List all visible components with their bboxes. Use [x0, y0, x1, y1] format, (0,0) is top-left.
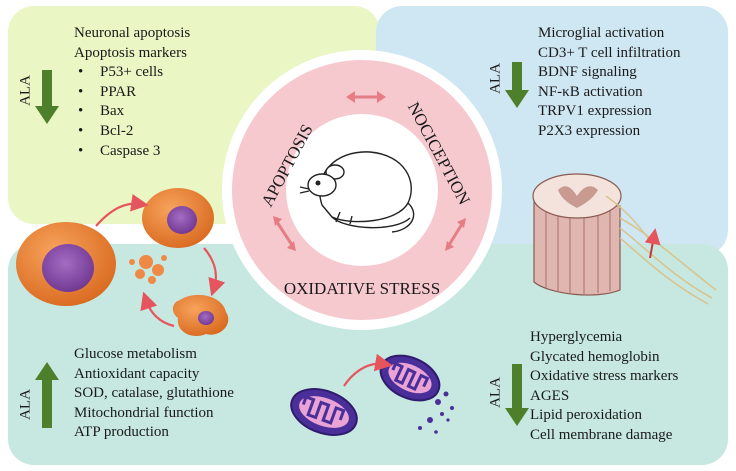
- text-line: Mitochondrial function: [74, 404, 214, 421]
- mitochondria-icon: [290, 353, 454, 436]
- text-line: TRPV1 expression: [538, 103, 652, 120]
- ala-label-top-right: ALA: [487, 63, 504, 94]
- text-line: P2X3 expression: [538, 122, 641, 139]
- down-arrow-bottom-right: [505, 364, 529, 426]
- antioxidant-effects-list: Glucose metabolism Antioxidant capacity …: [74, 345, 234, 443]
- text-line: Hyperglycemia: [530, 329, 623, 345]
- text-line: NF-κB activation: [538, 83, 643, 100]
- double-arrow-top: [346, 91, 386, 103]
- cell-icon: [16, 188, 229, 337]
- apoptosis-effects-list: Neuronal apoptosis Apoptosis markers P53…: [74, 24, 190, 161]
- bullet-item: Caspase 3: [74, 142, 190, 162]
- text-line: AGES: [530, 387, 570, 404]
- text-line: Apoptosis markers: [74, 44, 187, 61]
- double-arrow-right: [445, 218, 466, 251]
- mouse-icon: [299, 151, 415, 233]
- text-line: Microglial activation: [538, 25, 665, 41]
- up-arrow-bottom-left: [35, 362, 59, 428]
- text-line: Antioxidant capacity: [74, 365, 200, 382]
- nociception-effects-list: Microglial activation CD3+ T cell infilt…: [538, 24, 680, 142]
- bullet-item: Bax: [74, 102, 190, 122]
- text-line: CD3+ T cell infiltration: [538, 44, 681, 61]
- text-line: BDNF signaling: [538, 64, 637, 81]
- down-arrow-top-left: [35, 70, 59, 124]
- ala-label-bottom-left: ALA: [17, 389, 34, 420]
- bullet-item: Bcl-2: [74, 122, 190, 142]
- oxidative-stress-effects-list: Hyperglycemia Glycated hemoglobin Oxidat…: [530, 328, 678, 446]
- text-line: Oxidative stress markers: [530, 368, 679, 385]
- oxidative-stress-label: OXIDATIVE STRESS: [284, 279, 440, 298]
- down-arrow-top-right: [505, 62, 529, 108]
- bullet-item: PPAR: [74, 83, 190, 103]
- text-line: Cell membrane damage: [530, 426, 673, 443]
- text-line: ATP production: [74, 424, 169, 441]
- ala-label-bottom-right: ALA: [487, 377, 504, 408]
- text-line: SOD, catalase, glutathione: [74, 385, 234, 402]
- spinal-cord-icon: [532, 173, 717, 305]
- text-line: Neuronal apoptosis: [74, 25, 191, 41]
- ala-label-top-left: ALA: [17, 75, 34, 106]
- double-arrow-left: [273, 216, 296, 251]
- text-line: Glucose metabolism: [74, 346, 197, 362]
- text-line: Lipid peroxidation: [530, 407, 643, 424]
- text-line: Glycated hemoglobin: [530, 348, 660, 365]
- bullet-item: P53+ cells: [74, 63, 190, 83]
